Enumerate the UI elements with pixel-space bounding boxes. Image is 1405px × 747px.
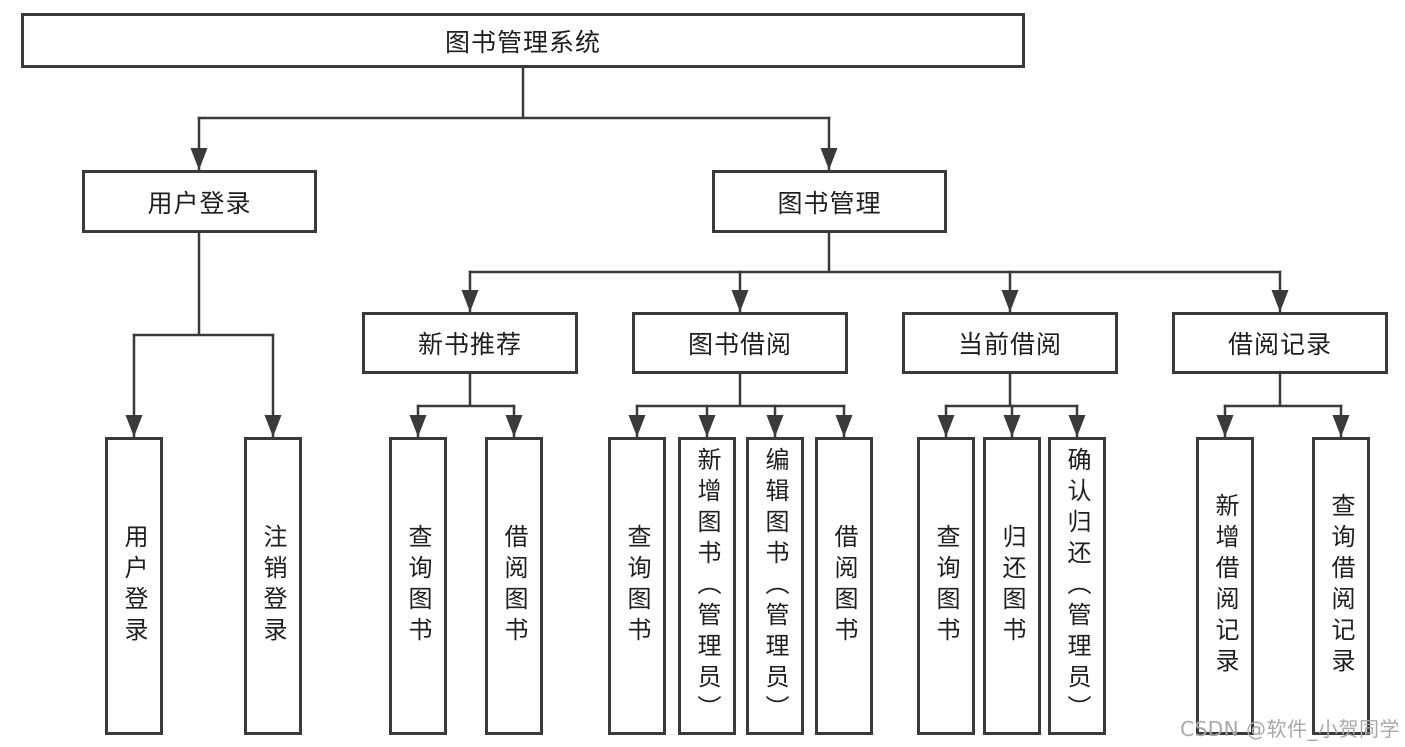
leaf-edit-book-admin-label: 编辑图书（管理员）: [761, 446, 789, 726]
leaf-return-book-label: 归还图书: [998, 524, 1026, 648]
node-current-borrowing-label: 当前借阅: [957, 330, 1062, 359]
node-book-management-branch: 图书管理: [712, 170, 947, 233]
csdn-watermark: CSDN @软件_小贺同学: [1180, 717, 1400, 741]
node-user-login-branch-label: 用户登录: [147, 188, 252, 218]
leaf-logout-label: 注销登录: [259, 524, 287, 648]
node-current-borrowing: 当前借阅: [902, 312, 1118, 374]
leaf-confirm-return-admin-label: 确认归还（管理员）: [1063, 446, 1091, 726]
leaf-add-borrow-record: 新增借阅记录: [1196, 437, 1254, 735]
node-borrowing-records: 借阅记录: [1172, 312, 1388, 374]
leaf-edit-book-admin: 编辑图书（管理员）: [746, 437, 804, 735]
node-book-management-branch-label: 图书管理: [777, 188, 882, 218]
leaf-logout: 注销登录: [244, 437, 302, 735]
leaf-query-books-recommend: 查询图书: [389, 437, 447, 735]
leaf-add-book-admin: 新增图书（管理员）: [678, 437, 736, 735]
leaf-query-books-borrowing-label: 查询图书: [623, 524, 651, 648]
leaf-user-login: 用户登录: [105, 437, 163, 735]
node-user-login-branch: 用户登录: [82, 170, 317, 233]
leaf-add-book-admin-label: 新增图书（管理员）: [693, 446, 721, 726]
leaf-borrow-books-recommend-label: 借阅图书: [500, 524, 528, 648]
leaf-query-books-current: 查询图书: [917, 437, 975, 735]
leaf-borrow-books-recommend: 借阅图书: [485, 437, 543, 735]
node-new-book-recommend: 新书推荐: [362, 312, 578, 374]
node-library-system-label: 图书管理系统: [444, 27, 601, 57]
leaf-borrow-books-borrowing-label: 借阅图书: [830, 524, 858, 648]
node-library-system: 图书管理系统: [21, 13, 1025, 68]
node-book-borrowing: 图书借阅: [632, 312, 848, 374]
node-new-book-recommend-label: 新书推荐: [417, 330, 522, 359]
leaf-user-login-label: 用户登录: [120, 524, 148, 648]
leaf-query-borrow-record-label: 查询借阅记录: [1327, 493, 1355, 679]
leaf-borrow-books-borrowing: 借阅图书: [815, 437, 873, 735]
leaf-query-books-borrowing: 查询图书: [608, 437, 666, 735]
leaf-query-books-recommend-label: 查询图书: [404, 524, 432, 648]
leaf-query-books-current-label: 查询图书: [932, 524, 960, 648]
leaf-confirm-return-admin: 确认归还（管理员）: [1048, 437, 1106, 735]
node-book-borrowing-label: 图书借阅: [687, 330, 792, 359]
node-borrowing-records-label: 借阅记录: [1227, 330, 1332, 359]
leaf-query-borrow-record: 查询借阅记录: [1312, 437, 1370, 735]
leaf-return-book: 归还图书: [983, 437, 1041, 735]
leaf-add-borrow-record-label: 新增借阅记录: [1211, 493, 1239, 679]
